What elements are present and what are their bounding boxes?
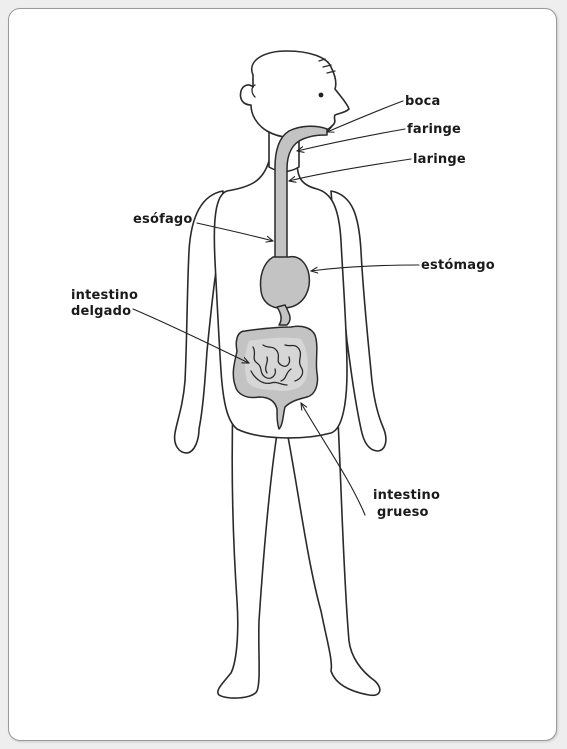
head bbox=[239, 50, 350, 139]
label-intestino-grueso-line2: grueso bbox=[377, 505, 429, 520]
diagram-card: boca faringe laringe esófago estómago in… bbox=[8, 8, 557, 741]
eye bbox=[318, 92, 324, 98]
duodenum bbox=[276, 304, 291, 326]
digestive-tract bbox=[232, 125, 328, 430]
label-esofago: esófago bbox=[133, 212, 193, 227]
label-faringe: faringe bbox=[407, 122, 461, 137]
label-boca: boca bbox=[405, 94, 441, 109]
label-intestino-grueso-line1: intestino bbox=[373, 488, 440, 503]
label-intestino-delgado-line1: intestino bbox=[71, 288, 138, 303]
left-leg bbox=[216, 400, 280, 699]
label-laringe: laringe bbox=[413, 152, 466, 167]
digestive-system-diagram: boca faringe laringe esófago estómago in… bbox=[71, 50, 495, 699]
label-intestino-delgado-line2: delgado bbox=[71, 304, 131, 319]
left-arm bbox=[173, 190, 224, 454]
label-estomago: estómago bbox=[421, 258, 495, 273]
stomach bbox=[259, 255, 311, 309]
small-intestine-coils bbox=[250, 344, 304, 386]
right-leg bbox=[284, 400, 381, 697]
labels: boca faringe laringe esófago estómago in… bbox=[71, 94, 495, 520]
leader-lines bbox=[132, 100, 420, 516]
